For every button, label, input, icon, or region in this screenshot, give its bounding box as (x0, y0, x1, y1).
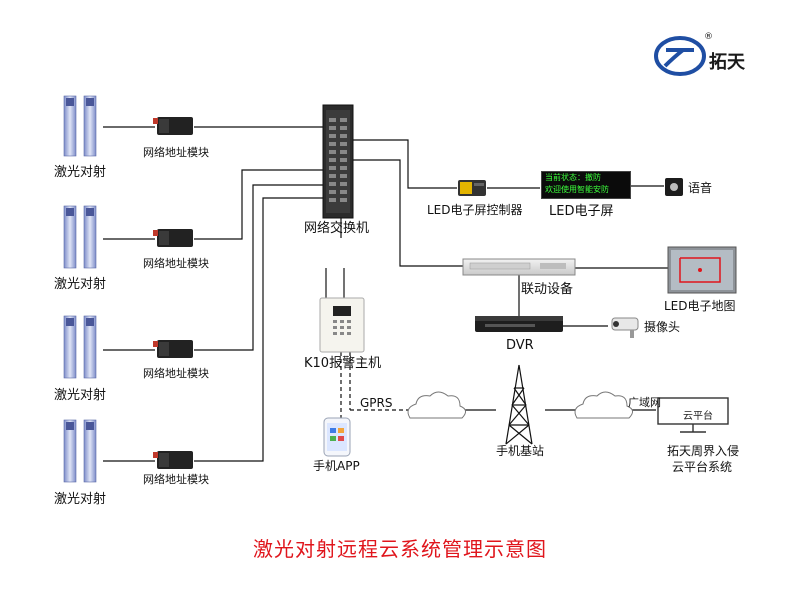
alarm-host-label: K10报警主机 (304, 356, 382, 371)
phone-app-icon (323, 417, 351, 457)
address-module-3 (153, 340, 193, 358)
dvr-icon (475, 316, 563, 332)
led-screen-display: 当前状态：撤防 欢迎使用智能安防 (541, 171, 631, 199)
linkage-label: 联动设备 (521, 282, 574, 297)
module-label-2: 网络地址模块 (143, 257, 209, 270)
beam-label-2: 激光对射 (54, 277, 107, 292)
base-station-label: 手机基站 (496, 444, 545, 458)
led-screen-label: LED电子屏 (549, 204, 614, 219)
beam-label-1: 激光对射 (54, 165, 107, 180)
brand-logo-icon (654, 36, 706, 76)
dvr-label: DVR (506, 338, 534, 353)
beam-label-4: 激光对射 (54, 492, 107, 507)
phone-app-label: 手机APP (313, 459, 360, 473)
gprs-dashed-links (340, 352, 408, 422)
cloud-platform-icon (657, 397, 729, 433)
beam-pair-4 (63, 419, 97, 483)
address-module-1 (153, 117, 193, 135)
speaker-label: 语音 (688, 181, 713, 195)
led-map-icon (667, 246, 737, 294)
base-station-icon (505, 364, 533, 445)
beam-label-3: 激光对射 (54, 388, 107, 403)
led-controller-icon (458, 180, 486, 196)
connection-lines (103, 126, 668, 462)
cloud-platform-label-line-2: 云平台系统 (672, 460, 733, 474)
camera-label: 摄像头 (644, 320, 681, 334)
switch-label: 网络交换机 (304, 221, 370, 236)
module-label-4: 网络地址模块 (143, 473, 209, 486)
beam-pair-1 (63, 95, 97, 157)
alarm-host-icon (319, 268, 365, 353)
network-switch-icon (322, 104, 354, 219)
module-label-1: 网络地址模块 (143, 146, 209, 159)
led-controller-label: LED电子屏控制器 (427, 203, 523, 217)
led-map-label: LED电子地图 (664, 299, 736, 313)
speaker-icon (665, 178, 683, 196)
cloud-platform-screen-label: 云平台 (683, 411, 713, 422)
module-label-3: 网络地址模块 (143, 367, 209, 380)
linkage-device-icon (462, 258, 576, 276)
cloud-icon-2 (574, 391, 633, 419)
led-screen-line-1: 当前状态：撤防 (545, 173, 601, 182)
led-screen-line-2: 欢迎使用智能安防 (545, 185, 609, 194)
address-module-4 (153, 451, 193, 469)
wan-label: 广域网 (628, 396, 661, 409)
address-module-2 (153, 229, 193, 247)
registered-mark: ® (704, 32, 713, 42)
cloud-icon-1 (407, 391, 466, 419)
beam-pair-3 (63, 315, 97, 379)
diagram-title: 激光对射远程云系统管理示意图 (253, 537, 547, 561)
cloud-platform-label-line-1: 拓天周界入侵 (667, 444, 740, 458)
brand-name: 拓天 (709, 52, 745, 73)
beam-pair-2 (63, 205, 97, 269)
gprs-label: GPRS (360, 396, 393, 410)
camera-icon (611, 317, 639, 338)
